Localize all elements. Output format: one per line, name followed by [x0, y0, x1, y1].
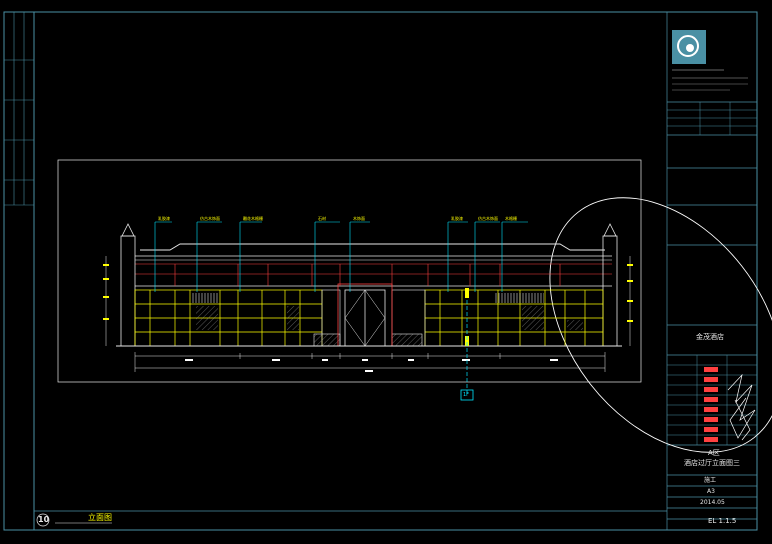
right-pillar [602, 223, 618, 347]
sheet-title-line1: A区 [708, 449, 720, 457]
callout-4: 石材 [318, 216, 326, 221]
drawing-label-title: 立面图 [88, 513, 112, 522]
annotation-ellipse [549, 197, 772, 453]
left-pillar [120, 223, 136, 347]
roof-posts [174, 264, 561, 286]
signature-marks [704, 367, 718, 442]
roof-band [135, 243, 612, 287]
callout-markers [465, 288, 469, 346]
sheet-border [3, 11, 758, 531]
date: 2014.05 [700, 499, 725, 506]
callout-leaders [154, 221, 528, 292]
revision-table [667, 102, 757, 135]
section-mark-label: 1F [463, 392, 470, 398]
title-block-frame [666, 12, 757, 530]
right-cabinet-grid [424, 289, 604, 347]
hatched-panels [192, 293, 583, 330]
callout-1: 乳胶漆 [158, 216, 170, 221]
viewport-frame [57, 159, 642, 383]
left-revision-strip [4, 12, 34, 206]
scale: A3 [707, 488, 715, 495]
drawing-number: EL 1.1.5 [708, 517, 737, 525]
section-cut-line [460, 300, 474, 401]
signature-table [667, 355, 757, 445]
callout-7: 仿古木饰面 [478, 216, 498, 221]
sheet-title-line2: 酒店过厅立面图三 [684, 459, 740, 467]
callout-3: 雕花木格栅 [243, 216, 263, 221]
callout-5: 木饰面 [353, 216, 365, 221]
side-panels [313, 289, 426, 347]
dimension-lines [105, 256, 631, 372]
callout-8: 木格栅 [505, 216, 517, 221]
vertical-dimension-marks [103, 264, 633, 322]
company-logo [672, 30, 748, 91]
project-name: 金茂酒店 [696, 333, 724, 341]
inner-border [33, 11, 758, 531]
annotation-scribble [727, 373, 756, 441]
central-door [337, 283, 393, 347]
stage: 施工 [704, 477, 717, 484]
callout-6: 乳胶漆 [451, 216, 463, 221]
callout-2: 仿古木饰面 [200, 216, 220, 221]
drawing-label-number: 10 [38, 515, 50, 524]
label-circle [36, 513, 50, 527]
dimension-values [185, 359, 558, 372]
